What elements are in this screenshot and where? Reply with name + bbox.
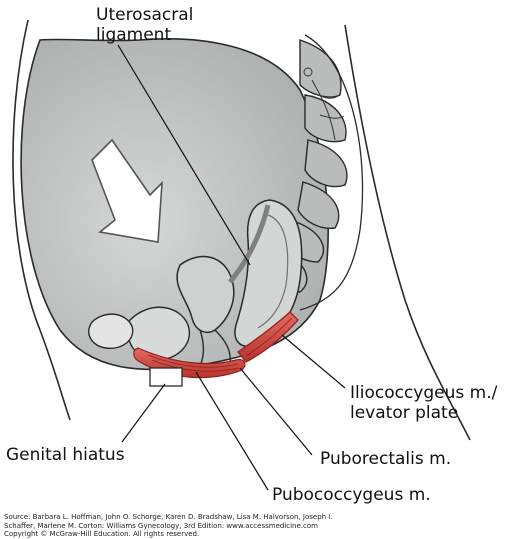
lumbar-vertebrae (299, 34, 364, 311)
body-contour-back (344, 24, 471, 441)
label-puborectalis: Puborectalis m. (320, 449, 451, 469)
bladder (127, 306, 191, 361)
body-contour-front (12, 19, 71, 421)
source-line-1: Source: Barbara L. Hoffman, John O. Scho… (4, 513, 333, 521)
pubic-bone (88, 313, 134, 349)
iliococcygeus-muscle (237, 311, 299, 363)
rectal-lumen (257, 214, 289, 329)
label-iliococcygeus-line1: Iliococcygeus m./ (350, 383, 498, 403)
genital-hiatus-marker (149, 367, 183, 387)
leader-lines (117, 44, 346, 491)
source-line-2: Schaffer, Marlene M. Corton: Williams Gy… (4, 521, 318, 530)
registered-mark-icon (303, 67, 313, 77)
uterosacral-ligament (228, 204, 271, 284)
downward-arrow-icon (91, 138, 163, 243)
label-genital-hiatus: Genital hiatus (6, 445, 125, 465)
source-footer: Source: Barbara L. Hoffman, John O. Scho… (4, 513, 516, 539)
label-iliococcygeus-line2: levator plate (350, 403, 458, 423)
label-pubococcygeus: Pubococcygeus m. (272, 485, 431, 505)
muscle-fibers (147, 317, 293, 372)
copyright-line: Copyright © McGraw-Hill Education. All r… (4, 530, 200, 539)
label-uterosacral-line1: Uterosacral (96, 5, 193, 25)
artist-signature (311, 79, 345, 141)
label-uterosacral-line2: ligament (96, 25, 171, 45)
